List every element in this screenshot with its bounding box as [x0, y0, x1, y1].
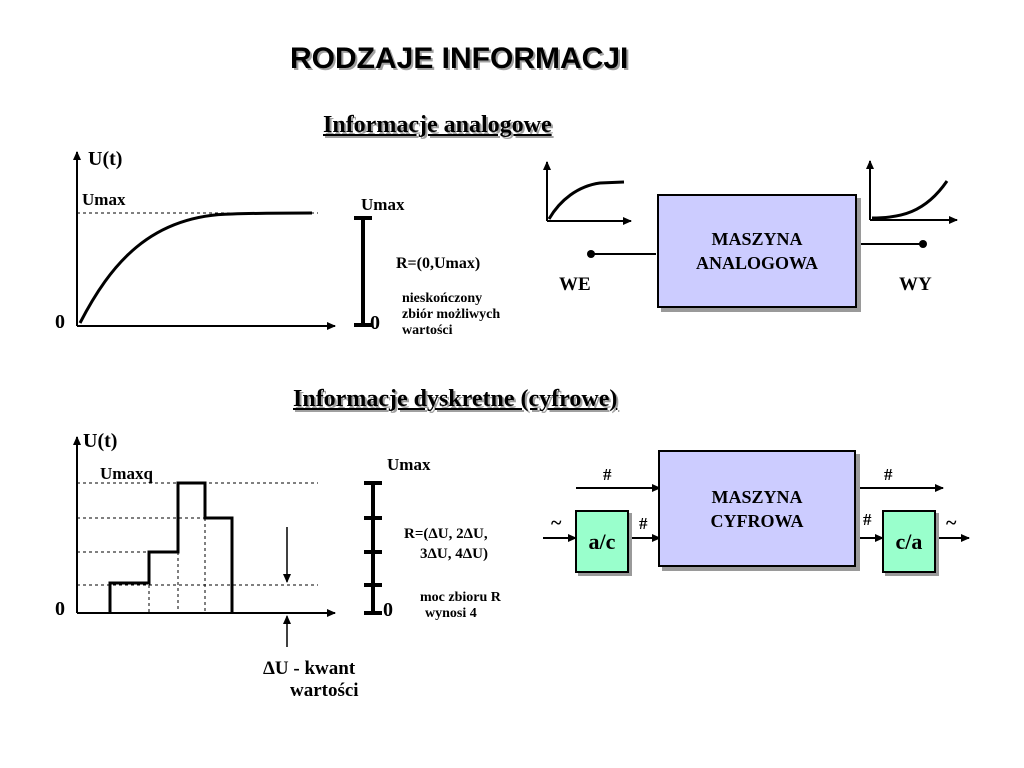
analog-output-signal [871, 180, 949, 220]
analog-y-label: U(t) [88, 148, 123, 170]
analog-output-label: WY [899, 274, 932, 295]
analog-heading: Informacje analogowe [323, 112, 552, 138]
digital-range-umax: Umax [387, 455, 431, 474]
digital-range-note-1: moc zbioru R [420, 590, 501, 605]
analog-machine-line1: MASZYNA [711, 229, 803, 249]
analog-umax-label: Umax [82, 190, 126, 209]
analog-range-note-2: zbiór możliwych [402, 307, 501, 322]
ca-converter-box: c/a [882, 510, 936, 573]
digital-range-bar [364, 481, 382, 615]
analog-zero-label: 0 [55, 311, 65, 333]
digital-range-set-2: 3ΔU, 4ΔU) [420, 546, 488, 562]
ac-converter-box: a/c [575, 510, 629, 573]
digital-heading: Informacje dyskretne (cyfrowe) [293, 386, 618, 412]
digital-machine-io [543, 484, 970, 542]
quantum-label-1: ΔU - kwant [263, 658, 356, 679]
analog-machine-line2: ANALOGOWA [695, 253, 818, 273]
analog-output-dot [919, 240, 927, 248]
hash-top-out: # [884, 465, 893, 484]
page-title: RODZAJE INFORMACJI [290, 42, 629, 75]
analog-range-zero: 0 [370, 312, 380, 334]
analog-machine-io [543, 160, 958, 258]
analog-curve [78, 211, 313, 324]
analog-input-label: WE [559, 274, 591, 295]
tilde-out: ~ [946, 512, 957, 534]
digital-staircase [108, 481, 234, 613]
digital-graph [73, 436, 336, 647]
analog-range-note-3: wartości [402, 323, 453, 338]
digital-range-note-2: wynosi 4 [425, 606, 477, 621]
analog-range-note-1: nieskończony [402, 291, 483, 306]
hash-top-in: # [603, 465, 612, 484]
hash-ac-out: # [639, 514, 648, 533]
digital-machine-line1: MASZYNA [711, 486, 803, 507]
hash-ca-in: # [863, 510, 872, 529]
digital-machine-box: MASZYNA CYFROWA [658, 450, 856, 567]
quantum-label-2: wartości [290, 680, 359, 701]
ca-converter-label: c/a [895, 528, 923, 554]
digital-umax-label: Umaxq [100, 464, 153, 483]
analog-range-set: R=(0,Umax) [396, 255, 481, 272]
analog-range-umax: Umax [361, 195, 405, 214]
digital-range-zero: 0 [383, 599, 393, 621]
tilde-in: ~ [551, 512, 562, 534]
analog-range-bar [354, 216, 372, 327]
digital-machine-line2: CYFROWA [710, 510, 804, 531]
analog-machine-box: MASZYNA ANALOGOWA [657, 194, 857, 308]
analog-input-signal [547, 180, 625, 220]
digital-y-label: U(t) [83, 430, 118, 452]
analog-graph [73, 151, 336, 330]
digital-range-set-1: R=(ΔU, 2ΔU, [404, 526, 488, 542]
ac-converter-label: a/c [588, 528, 616, 554]
digital-zero-label: 0 [55, 598, 65, 620]
